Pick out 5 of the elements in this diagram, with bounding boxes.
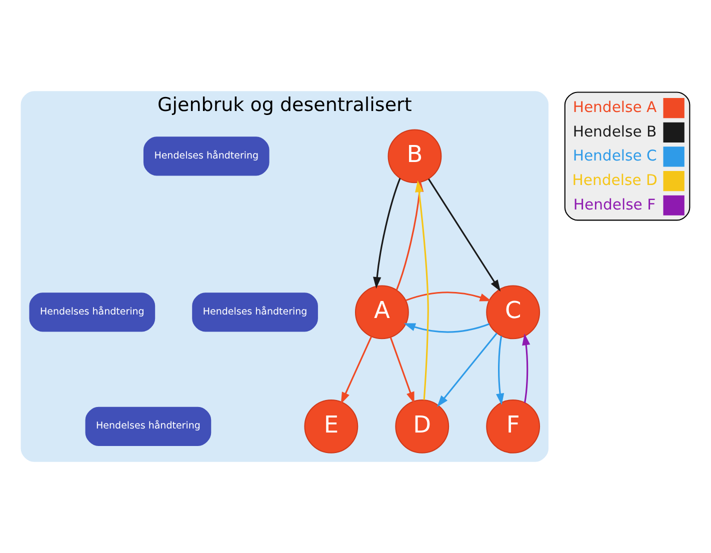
legend-label: Hendelse D	[572, 172, 658, 189]
legend-label: Hendelse C	[572, 148, 657, 165]
legend-label: Hendelse B	[572, 123, 657, 140]
legend-label: Hendelse A	[572, 98, 657, 116]
legend-label: Hendelse F	[573, 196, 656, 214]
